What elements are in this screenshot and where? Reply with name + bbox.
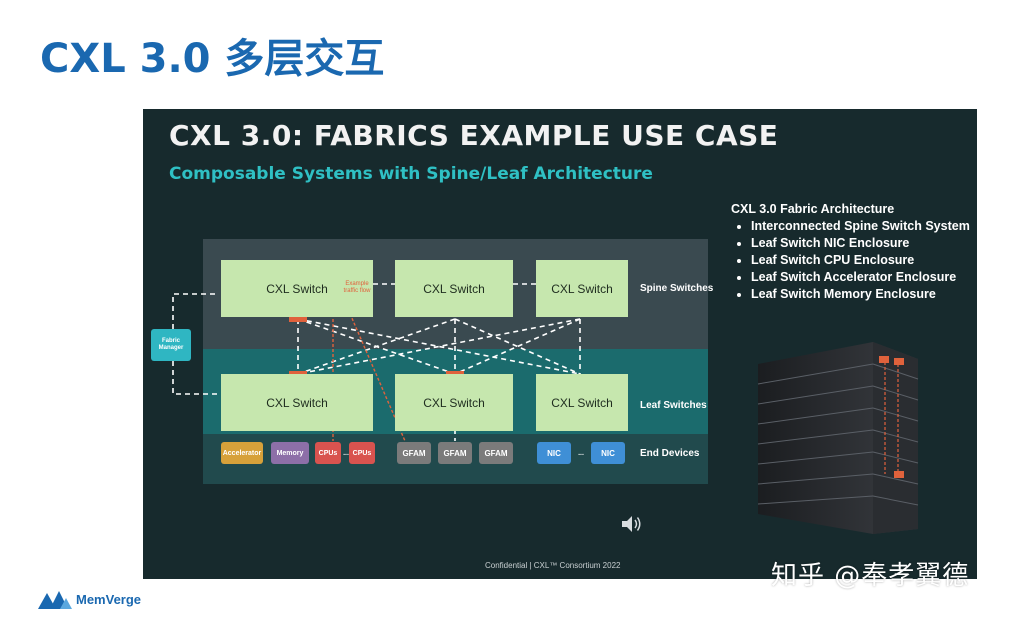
leaf-switch-1: CXL Switch [221, 374, 373, 431]
end-devices-label: End Devices [640, 448, 700, 459]
device-cpu-2: CPUs [349, 442, 375, 464]
speaker-icon [622, 516, 641, 532]
logo-text: MemVerge [76, 591, 142, 607]
device-gfam-3: GFAM [479, 442, 513, 464]
architecture-item: Leaf Switch Accelerator Enclosure [751, 269, 970, 286]
memverge-logo: MemVerge [38, 589, 141, 609]
leaf-switch-2: CXL Switch [395, 374, 513, 431]
spine-switch-2: CXL Switch [395, 260, 513, 317]
fabric-manager-box: Fabric Manager [151, 329, 191, 361]
page-title: CXL 3.0 多层交互 [40, 36, 385, 82]
device-accelerator: Accelerator [221, 442, 263, 464]
watermark: 知乎 @奉孝翼德 [771, 561, 970, 591]
slide-image: CXL 3.0: FABRICS EXAMPLE USE CASE Compos… [143, 109, 977, 579]
leaf-switch-3: CXL Switch [536, 374, 628, 431]
slide-title: CXL 3.0: FABRICS EXAMPLE USE CASE [169, 119, 779, 152]
memverge-logo-icon [38, 591, 72, 609]
architecture-heading: CXL 3.0 Fabric Architecture [731, 202, 895, 216]
spine-switch-3: CXL Switch [536, 260, 628, 317]
spine-switch-1: CXL Switch [221, 260, 373, 317]
slide-subtitle: Composable Systems with Spine/Leaf Archi… [169, 164, 653, 184]
device-nic-1: NIC [537, 442, 571, 464]
device-memory: Memory [271, 442, 309, 464]
architecture-item: Leaf Switch CPU Enclosure [751, 252, 970, 269]
server-rack-icon [757, 342, 919, 534]
device-gfam-2: GFAM [438, 442, 472, 464]
device-nic-ellipsis: ... [578, 449, 584, 457]
spine-label: Spine Switches [640, 283, 714, 294]
architecture-item: Leaf Switch NIC Enclosure [751, 235, 970, 252]
slide-footer: Confidential | CXL™ Consortium 2022 [485, 561, 621, 570]
device-nic-2: NIC [591, 442, 625, 464]
device-cpu-1: CPUs [315, 442, 341, 464]
device-gfam-1: GFAM [397, 442, 431, 464]
device-cpu-ellipsis: ... [343, 449, 349, 457]
architecture-item: Interconnected Spine Switch System [751, 218, 970, 235]
architecture-list: CXL 3.0 Fabric Architecture Interconnect… [731, 201, 970, 303]
traffic-annotation: Example traffic flow [343, 281, 371, 294]
architecture-item: Leaf Switch Memory Enclosure [751, 286, 970, 303]
leaf-label: Leaf Switches [640, 400, 707, 411]
